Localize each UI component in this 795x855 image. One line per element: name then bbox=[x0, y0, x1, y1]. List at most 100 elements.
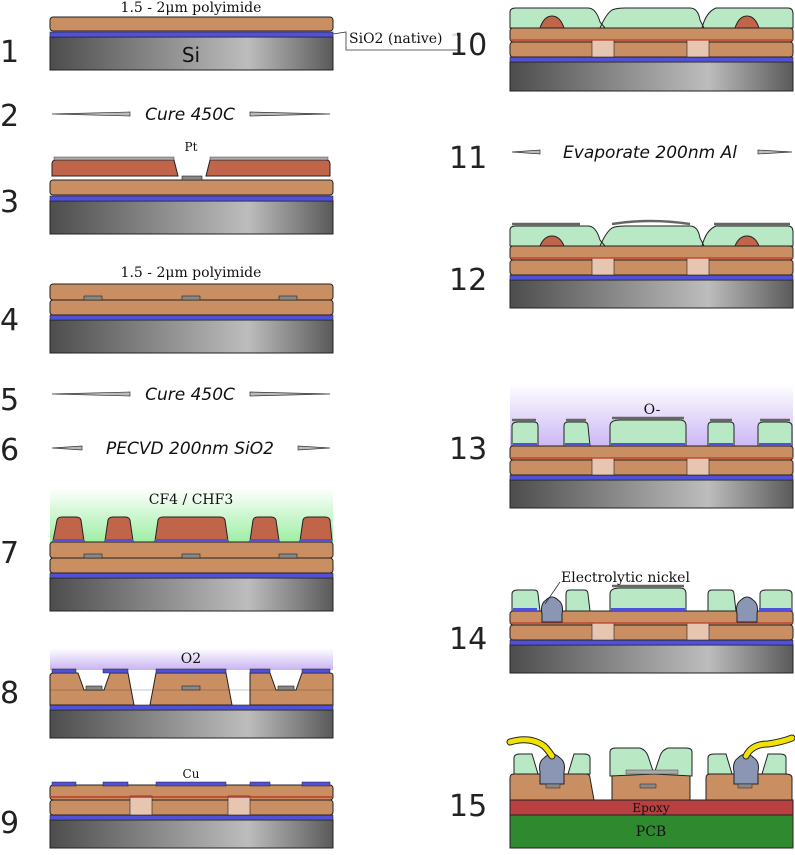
via bbox=[686, 39, 710, 58]
step-number-12: 12 bbox=[449, 263, 487, 298]
sio2-native-layer bbox=[509, 274, 794, 281]
via bbox=[591, 39, 615, 58]
pt-trace bbox=[181, 553, 201, 559]
polyimide-label: 1.5 - 2μm polyimide bbox=[121, 0, 262, 16]
al-resist bbox=[653, 747, 693, 777]
silicon-substrate bbox=[509, 61, 794, 92]
step-number-2: 2 bbox=[0, 99, 19, 134]
resist-bump bbox=[734, 235, 760, 247]
pecvd-label: PECVD 200nm SiO2 bbox=[106, 439, 274, 459]
pt-pad bbox=[181, 175, 203, 181]
polyimide-layer bbox=[49, 179, 334, 196]
polyimide-bottom bbox=[509, 41, 794, 58]
left-arrow-wedge bbox=[51, 391, 131, 397]
si-label: Si bbox=[182, 43, 200, 67]
sio2-native-layer bbox=[49, 572, 334, 579]
via bbox=[686, 257, 710, 276]
right-arrow-wedge bbox=[297, 445, 331, 451]
left-arrow-wedge bbox=[511, 149, 541, 155]
polyimide-bottom bbox=[509, 624, 794, 641]
sio2-native-layer bbox=[509, 639, 794, 646]
step-number-11: 11 bbox=[449, 141, 487, 176]
right-arrow-wedge bbox=[249, 111, 331, 117]
step-1-cross-section: 1.5 - 2μm polyimide Si SiO2 (native) bbox=[49, 0, 460, 71]
al-film bbox=[512, 219, 790, 226]
silicon-substrate bbox=[49, 709, 334, 739]
step-number-5: 5 bbox=[0, 383, 19, 418]
nickel-leader-line bbox=[544, 581, 561, 605]
photoresist-right bbox=[205, 159, 331, 177]
polyimide-bottom bbox=[49, 799, 334, 816]
pt-trace bbox=[277, 685, 295, 691]
step-number-6: 6 bbox=[0, 433, 19, 468]
pt-trace bbox=[181, 295, 201, 301]
sio2-leader-line bbox=[332, 31, 460, 51]
o-minus-label: O- bbox=[644, 402, 661, 418]
step-number-1: 1 bbox=[0, 35, 19, 70]
cure-label: Cure 450C bbox=[145, 385, 235, 405]
pt-trace bbox=[278, 553, 298, 559]
nickel-bump bbox=[541, 596, 563, 623]
via bbox=[591, 457, 615, 476]
silicon-substrate bbox=[49, 319, 334, 354]
pt-film-left bbox=[53, 156, 175, 161]
step-number-8: 8 bbox=[0, 676, 19, 711]
al-resist bbox=[509, 225, 794, 247]
pt-trace bbox=[639, 783, 657, 789]
sio2-native-layer bbox=[49, 195, 334, 202]
resist-bump bbox=[734, 15, 760, 29]
step-12-cross-section bbox=[509, 219, 794, 309]
step-10-cross-section bbox=[509, 7, 794, 92]
step-9-cross-section: Cu bbox=[49, 767, 334, 849]
step-number-14: 14 bbox=[449, 622, 487, 657]
polyimide-bottom bbox=[49, 299, 334, 316]
polyimide-bottom bbox=[509, 459, 794, 476]
al-resist bbox=[761, 753, 787, 775]
step-5-cure: Cure 450C bbox=[51, 385, 331, 405]
photoresist-left bbox=[51, 159, 179, 177]
step-8-cross-section: O2 bbox=[49, 648, 334, 739]
al-pad bbox=[625, 769, 679, 775]
step-number-4: 4 bbox=[0, 303, 19, 338]
sio2-mask bbox=[513, 608, 791, 611]
sio2-native-layer bbox=[49, 31, 334, 38]
pt-trace bbox=[545, 783, 561, 789]
via bbox=[591, 622, 615, 641]
pt-trace bbox=[737, 783, 753, 789]
sio2-native-layer bbox=[49, 704, 334, 711]
step-number-7: 7 bbox=[0, 536, 19, 571]
al-resist-islands bbox=[511, 587, 793, 612]
pt-trace bbox=[85, 685, 103, 691]
step-15-cross-section: Epoxy PCB bbox=[506, 734, 795, 849]
al-resist bbox=[567, 753, 591, 775]
step-number-9: 9 bbox=[0, 806, 19, 841]
sio2-mask bbox=[51, 668, 331, 674]
nickel-label: Electrolytic nickel bbox=[561, 570, 690, 586]
cure-label: Cure 450C bbox=[145, 105, 235, 125]
sio2-under-islands bbox=[53, 539, 332, 542]
via-right bbox=[227, 795, 251, 816]
step-number-3: 3 bbox=[0, 185, 19, 220]
polyimide-bottom bbox=[49, 557, 334, 574]
silicon-substrate bbox=[509, 644, 794, 674]
polyimide-label: 1.5 - 2μm polyimide bbox=[121, 265, 262, 281]
via bbox=[686, 457, 710, 476]
sio2-native-layer bbox=[509, 56, 794, 63]
sio2-mask bbox=[51, 781, 331, 787]
pcb-board bbox=[509, 814, 794, 849]
polyimide-bottom bbox=[509, 259, 794, 276]
pt-trace bbox=[83, 295, 103, 301]
right-arrow-wedge bbox=[757, 149, 793, 155]
o2-plasma-glow bbox=[50, 648, 333, 670]
step-11-evaporate: Evaporate 200nm Al bbox=[511, 143, 793, 163]
polyimide-layer bbox=[49, 16, 334, 32]
step-number-13: 13 bbox=[449, 432, 487, 467]
resist-islands bbox=[52, 516, 333, 542]
silicon-substrate bbox=[49, 200, 334, 235]
nickel-bump bbox=[736, 596, 758, 623]
o2-label: O2 bbox=[181, 651, 201, 667]
step-4-cross-section: 1.5 - 2μm polyimide bbox=[49, 265, 334, 354]
al-resist bbox=[609, 747, 655, 777]
step-number-15: 15 bbox=[449, 789, 487, 824]
